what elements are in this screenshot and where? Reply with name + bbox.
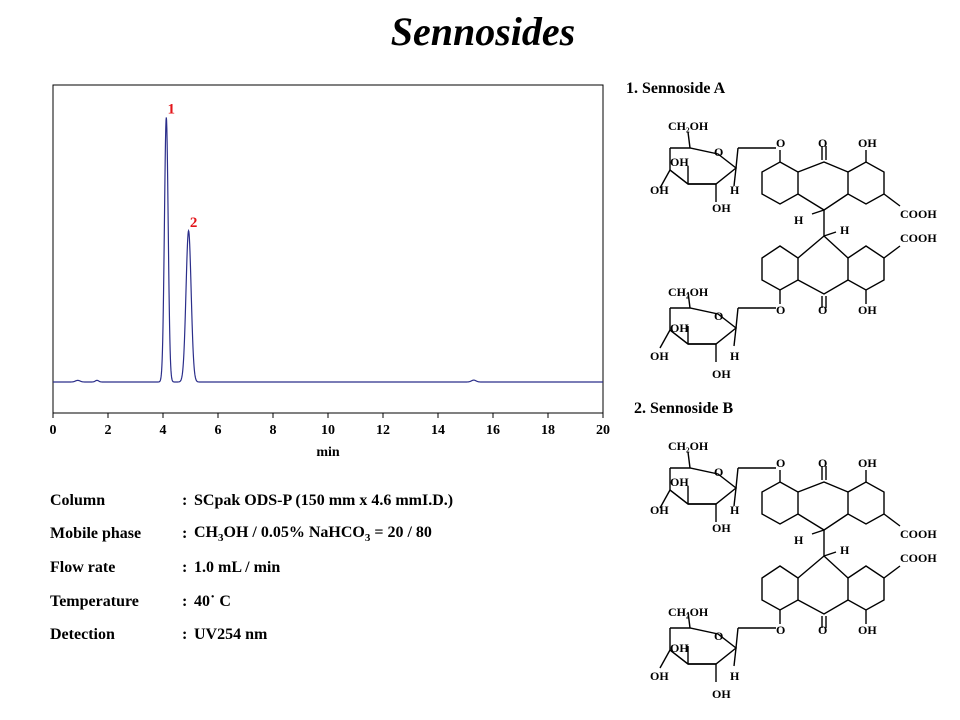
x-tick-label: 20	[596, 423, 610, 438]
structure-caption-a: 1. Sennoside A	[626, 80, 726, 97]
condition-row-column: Column : SCpak ODS-P (150 mm x 4.6 mmI.D…	[50, 491, 454, 509]
atom-o: O	[776, 623, 785, 637]
condition-label: Flow rate	[50, 558, 116, 576]
peak-label: 2	[190, 215, 198, 231]
atom-ch2oh: CH₂OH	[668, 285, 709, 299]
atom-oh: OH	[650, 669, 669, 683]
atom-h: H	[730, 503, 740, 517]
x-tick-label: 8	[270, 423, 277, 438]
atom-o: O	[714, 629, 723, 643]
atom-o: O	[818, 456, 827, 470]
atom-oh: OH	[712, 521, 731, 535]
atom-cooh: COOH	[900, 527, 937, 541]
atom-h: H	[730, 349, 740, 363]
atom-cooh: COOH	[900, 551, 937, 565]
atom-o: O	[776, 456, 785, 470]
atom-h: H	[840, 223, 850, 237]
atom-oh: OH	[650, 349, 669, 363]
x-tick-label: 0	[50, 423, 57, 438]
atom-ch2oh: CH₂OH	[668, 439, 709, 453]
atom-oh: OH	[670, 321, 689, 335]
atom-oh: OH	[670, 155, 689, 169]
atom-h: H	[794, 213, 804, 227]
atom-ch2oh: CH₂OH	[668, 605, 709, 619]
atom-oh: OH	[712, 367, 731, 381]
condition-label: Temperature	[50, 592, 139, 610]
x-axis-ticks	[52, 413, 604, 418]
x-axis-label: min	[316, 445, 340, 460]
peak-label: 1	[168, 101, 176, 117]
atom-o: O	[714, 465, 723, 479]
condition-value: UV254 nm	[194, 626, 268, 644]
atom-cooh: COOH	[900, 231, 937, 245]
condition-value: 40˙ C	[194, 592, 231, 610]
sennoside-a-structure: CH₂OH O OH OH H OH O O OH COOH H H COOH …	[650, 119, 937, 381]
atom-oh: OH	[858, 456, 877, 470]
atom-oh: OH	[858, 303, 877, 317]
x-tick-label: 12	[376, 423, 390, 438]
atom-oh: OH	[712, 687, 731, 701]
atom-h: H	[730, 669, 740, 683]
atom-oh: OH	[712, 201, 731, 215]
sennoside-b-structure: CH₂OH O OH OH H OH O O OH COOH H H COOH …	[650, 439, 937, 701]
atom-oh: OH	[650, 503, 669, 517]
condition-row-mobile-phase: Mobile phase : CH3OH / 0.05% NaHCO3 = 20…	[50, 524, 432, 545]
x-tick-label: 2	[105, 423, 112, 438]
atom-o: O	[818, 136, 827, 150]
atom-oh: OH	[858, 623, 877, 637]
x-axis-tick-labels: 0 2 4 6 8 10 12 14 16 18 20	[50, 423, 611, 438]
atom-oh: OH	[670, 641, 689, 655]
peak-labels: 12	[168, 101, 198, 230]
atom-o: O	[818, 623, 827, 637]
condition-label: Detection	[50, 626, 115, 644]
atom-h: H	[794, 533, 804, 547]
atom-o: O	[776, 303, 785, 317]
structure-caption-b: 2. Sennoside B	[634, 400, 734, 417]
atom-h: H	[840, 543, 850, 557]
condition-label: Mobile phase	[50, 525, 142, 543]
chromatogram-trace	[53, 117, 603, 383]
atom-oh: OH	[650, 183, 669, 197]
atom-o: O	[714, 309, 723, 323]
atom-h: H	[730, 183, 740, 197]
x-tick-label: 6	[215, 423, 222, 438]
x-tick-label: 16	[486, 423, 500, 438]
x-tick-label: 4	[160, 423, 167, 438]
condition-value: SCpak ODS-P (150 mm x 4.6 mmI.D.)	[194, 491, 454, 509]
plot-frame	[52, 84, 604, 414]
atom-oh: OH	[858, 136, 877, 150]
atom-o: O	[714, 145, 723, 159]
page-title: Sennosides	[390, 9, 576, 54]
condition-value: CH3OH / 0.05% NaHCO3 = 20 / 80	[194, 524, 432, 545]
condition-label: Column	[50, 491, 106, 509]
x-tick-label: 14	[431, 423, 445, 438]
condition-row-flow-rate: Flow rate : 1.0 mL / min	[50, 558, 281, 576]
atom-oh: OH	[670, 475, 689, 489]
atom-ch2oh: CH₂OH	[668, 119, 709, 133]
condition-row-detection: Detection : UV254 nm	[50, 626, 268, 644]
condition-row-temperature: Temperature : 40˙ C	[50, 592, 231, 610]
condition-value: 1.0 mL / min	[194, 558, 281, 576]
atom-o: O	[818, 303, 827, 317]
conditions-table: Column : SCpak ODS-P (150 mm x 4.6 mmI.D…	[50, 484, 453, 652]
atom-o: O	[776, 136, 785, 150]
x-tick-label: 10	[321, 423, 335, 438]
atom-cooh: COOH	[900, 207, 937, 221]
x-tick-label: 18	[541, 423, 555, 438]
